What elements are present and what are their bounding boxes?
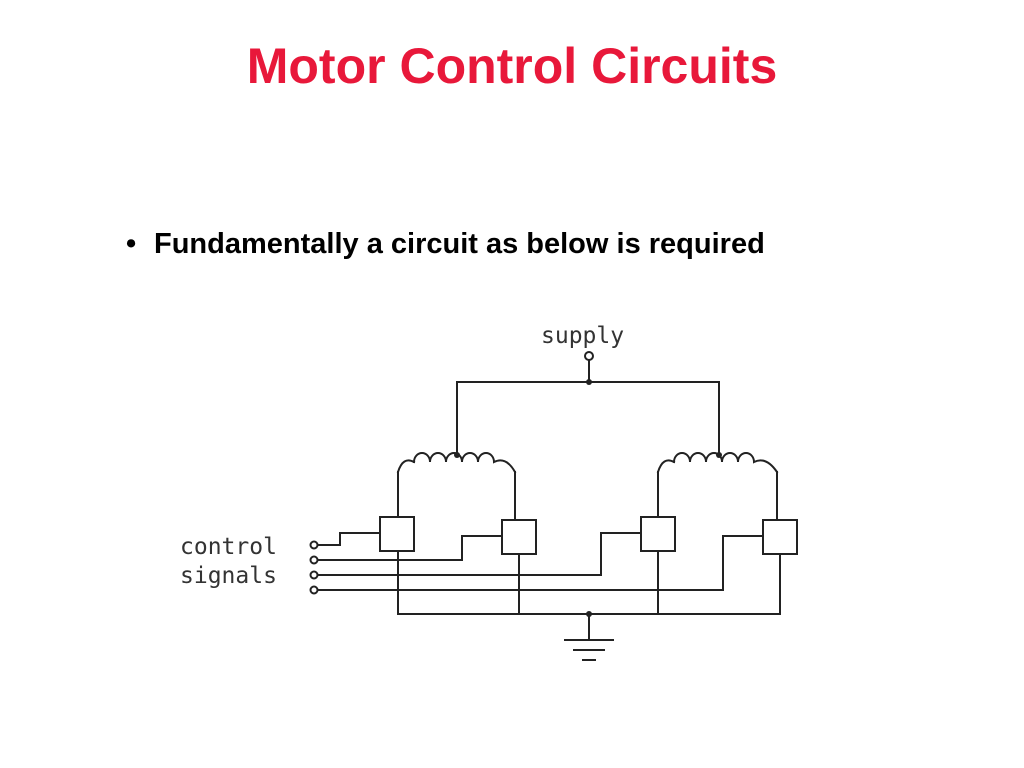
junction-dot — [716, 452, 722, 458]
supply-label: supply — [541, 323, 624, 349]
slide-title: Motor Control Circuits — [246, 38, 778, 94]
junction-dot — [454, 452, 460, 458]
left-coil-icon — [396, 452, 517, 474]
junction-dot — [586, 611, 592, 617]
terminal-icon — [309, 585, 319, 595]
bullet-item: • Fundamentally a circuit as below is re… — [126, 224, 765, 264]
right-coil-icon — [656, 452, 779, 474]
junction-dot — [586, 379, 592, 385]
supply-terminal-icon — [584, 351, 594, 361]
terminal-icon — [309, 570, 319, 580]
switch-box-icon — [379, 516, 415, 552]
signal-wire-1 — [317, 532, 381, 546]
switch-box-icon — [501, 519, 537, 555]
signal-wire-2 — [317, 535, 503, 561]
bullet-text: Fundamentally a circuit as below is requ… — [154, 228, 765, 260]
bullet-icon: • — [126, 228, 137, 260]
control-label: control — [180, 534, 277, 560]
signals-label: signals — [180, 563, 277, 589]
switch-box-icon — [762, 519, 798, 555]
signal-wire-3 — [317, 532, 642, 576]
terminal-icon — [309, 540, 319, 550]
signal-wire-4 — [317, 535, 764, 591]
ground-icon — [564, 639, 614, 661]
switch-box-icon — [640, 516, 676, 552]
terminal-icon — [309, 555, 319, 565]
